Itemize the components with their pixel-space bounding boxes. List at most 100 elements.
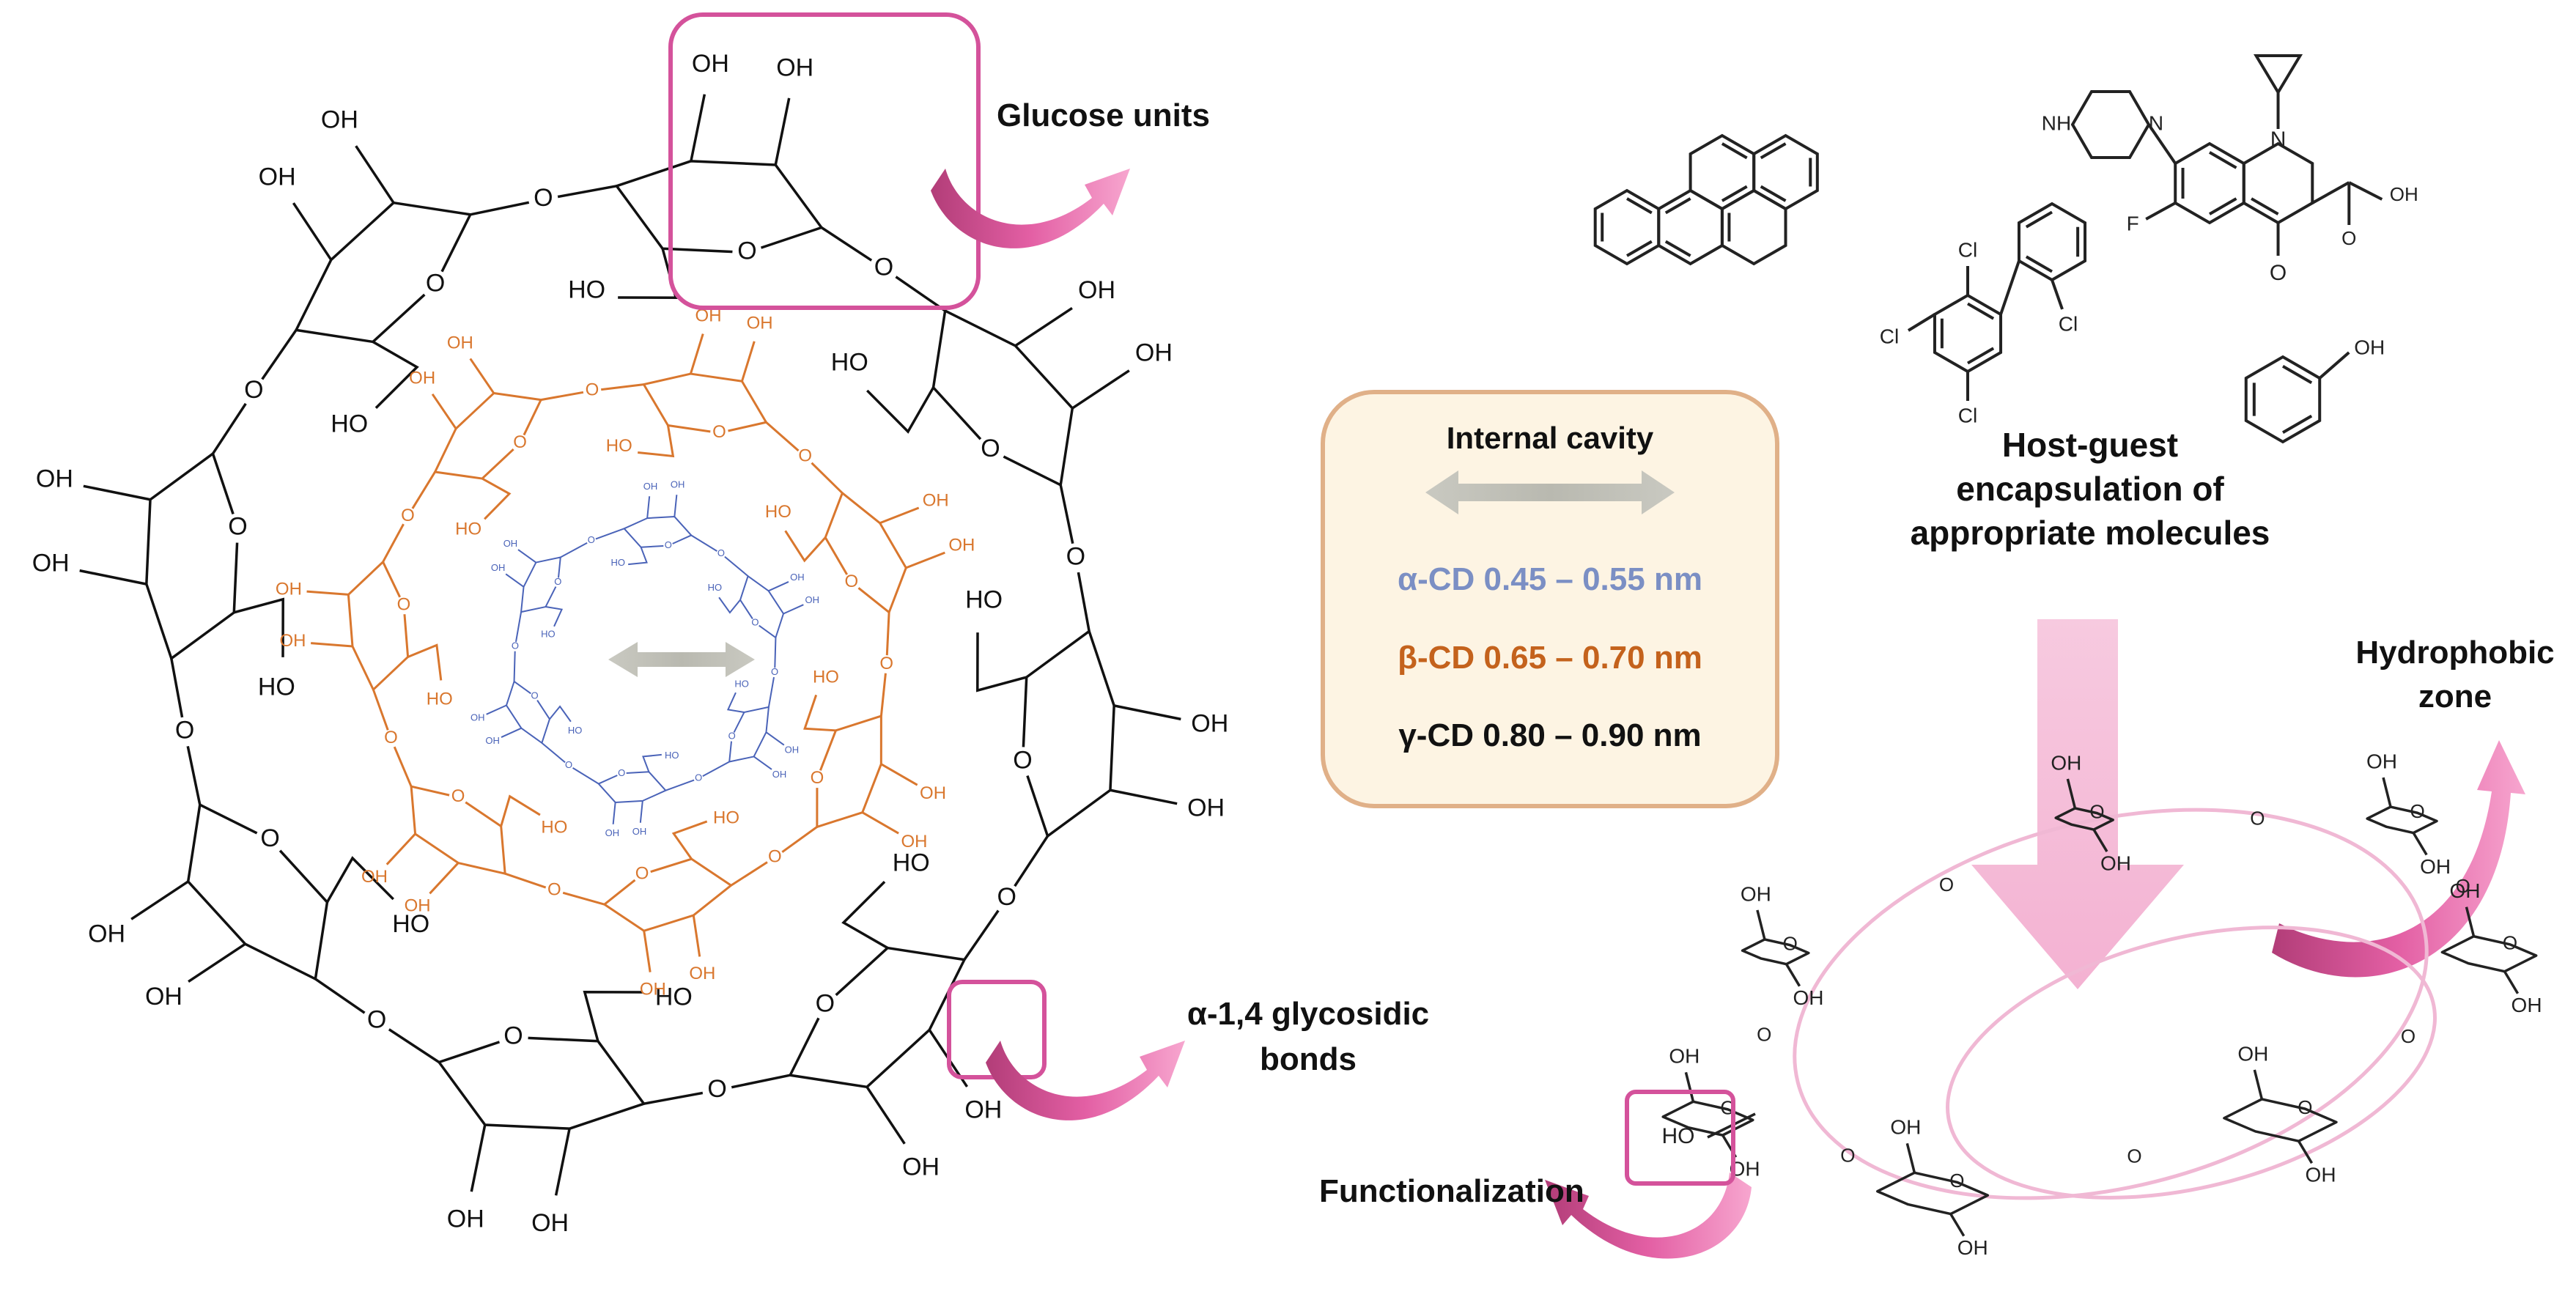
internal-cavity-panel: Internal cavity α-CD 0.45 – 0.55 nm β-CD… [1321,390,1779,808]
aromatic-ring [2017,202,2087,282]
ring-oxygen-label: O [554,576,561,587]
glycosidic-oxygen-label: O [2401,1025,2416,1047]
glucose-units-label: Glucose units [997,97,1210,133]
glycosidic-bonds-label-line2: bonds [1260,1041,1357,1077]
hydroxyl-label: OH [689,964,715,983]
glucose-unit-3d [2440,934,2538,973]
ring-oxygen-label: O [845,572,859,591]
polycyclic-aromatic-molecule [1593,133,1819,266]
hydroxyl-label: OH [632,826,647,837]
glucose-ring [623,516,693,548]
beta-cd-size: β-CD 0.65 – 0.70 nm [1398,640,1702,676]
hydroxyl-label: HO [655,983,693,1011]
aromatic-ring [1720,188,1787,266]
host-guest-label-line1: Host-guest [2002,426,2178,464]
piperazine-nh-label: NH [2042,111,2071,134]
glycosidic-oxygen-label: O [547,879,561,899]
hydroxyl-label: HO [331,410,368,438]
hydroxyl-label: OH [1135,339,1173,366]
glycosidic-oxygen-label: O [997,883,1016,911]
aromatic-ring [2244,355,2322,444]
hydrophobic-zone-label-line1: Hydrophobic [2355,635,2554,671]
ring-oxygen-label: O [816,989,835,1017]
hydroxyl-label: HO [831,349,868,377]
hydroxyl-label: OH [259,163,296,191]
glucose-unit-3d [1741,938,1810,966]
glycosidic-oxygen-label: O [768,846,782,866]
hydroxyl-label: OH [1669,1045,1700,1068]
glycosidic-oxygen-label: O [1840,1145,1855,1167]
quinolone-ring [2242,141,2314,225]
hydroxyl-label: HO [734,678,749,689]
hydroxyl-label: OH [901,832,927,852]
glucose-ring [789,946,966,1089]
ring-oxygen-label: O [2089,801,2104,823]
glycosidic-bonds-label-line1: α-1,4 glycosidic [1187,996,1429,1032]
hydroxyl-label: HO [568,725,583,736]
hydroxyl-label: OH [531,1209,569,1237]
functionalization-arrow [1545,1172,1752,1259]
ring-oxygen-label: O [737,237,756,265]
hydroxyl-label: OH [1741,882,1771,905]
aromatic-ring [1657,188,1724,266]
hydroxyl-label: OH [776,53,813,81]
glucose-unit-3d [2366,805,2438,835]
hydroxyl-label: HO [765,502,791,522]
hydroxyl-label: HO [713,808,739,827]
glucose-unit-highlight-box [668,12,981,310]
glucose-ring [186,803,329,980]
fluorine-label: F [2127,212,2139,234]
glucose-ring [347,561,410,691]
hydroxyl-label: OH [948,535,975,555]
hydroxyl-label: OH [485,735,500,746]
glycosidic-oxygen-label: O [2250,808,2265,830]
hydroxyl-label: HO [610,557,625,568]
hydroxyl-label: OH [2237,1042,2268,1065]
glycosidic-oxygen-label: O [2127,1145,2141,1167]
hydroxyl-label: OH [503,538,518,549]
hydroxyl-label: HO [427,689,453,709]
hydroxyl-label: OH [1187,794,1225,822]
hydroxyl-label: OH [36,465,73,492]
ring-oxygen-label: O [260,824,279,852]
glycosidic-oxygen-label: O [175,717,194,745]
hydroxyl-label: HO [665,750,679,761]
hydroxyl-label: OH [405,896,431,916]
glucose-ring [739,575,785,639]
internal-cavity-arrow [1425,470,1675,514]
cyclopropyl-ring [2253,54,2303,95]
hydroxyl-label: OH [145,983,182,1011]
ring-oxygen-label: O [513,432,527,452]
cavity-width-arrow [608,642,755,677]
hydroxyl-label: OH [1957,1236,1988,1259]
hydroxyl-label: OH [2100,852,2131,874]
glycosidic-oxygen-label: O [707,1075,726,1103]
hydroxyl-label: OH [1078,276,1115,304]
hydroxyl-label: OH [280,631,306,651]
glycosidic-oxygen-label: O [1066,542,1085,570]
internal-cavity-title: Internal cavity [1447,421,1654,455]
carboxyl-oxygen-label: O [2341,227,2356,249]
hydrophobic-zone-ellipse-outer [1793,808,2429,1200]
ring-oxygen-label: O [2298,1096,2312,1118]
hydroxyl-label: HO [455,520,481,539]
glycosidic-oxygen-label: O [771,666,778,677]
functionalization-label: Functionalization [1319,1173,1584,1209]
glycosidic-oxygen-label: O [401,506,415,525]
glucose-ring [824,492,907,614]
hydrophobic-zone-label-line2: zone [2418,679,2492,714]
hydroxyl-label: OH [321,106,358,134]
glucose-ring [597,771,667,803]
hydroxyl-label: OH [2366,750,2397,772]
glucose-ring [816,714,882,828]
glucose-ring [603,857,733,932]
hydroxyl-label: OH [32,550,70,577]
aromatic-ring [2174,141,2245,225]
hydroxyl-label: HO [258,673,295,701]
chlorine-label: Cl [1958,238,1977,261]
glycosidic-bonds-arrow [986,1041,1185,1120]
aromatic-ring [1593,188,1661,266]
gamma-cd-size: γ-CD 0.80 – 0.90 nm [1398,717,1701,753]
